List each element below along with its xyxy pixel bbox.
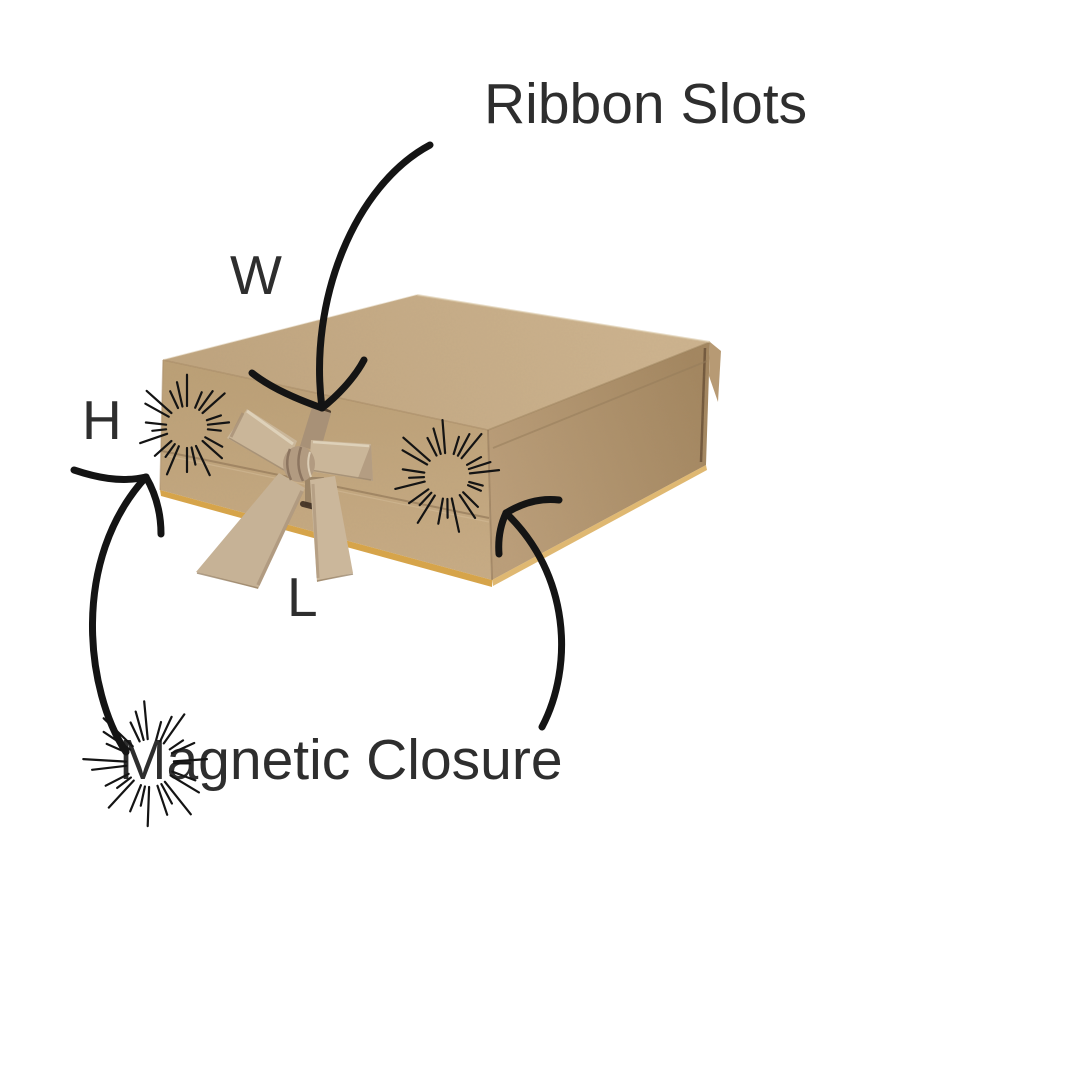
magnetic-closure-right-arrow (495, 496, 566, 731)
bow-left-loop-fold (229, 412, 245, 438)
arrow-barb (502, 496, 563, 517)
bow-right-tail-shade (311, 483, 320, 579)
bow-right-loop-highlight (312, 440, 370, 448)
arrow-barb (318, 356, 368, 412)
width-dimension-label: W (230, 244, 282, 306)
bow-right-loop-edge (309, 469, 372, 481)
bow-knot-wrap (297, 446, 305, 482)
magnetic-closure-left-arrow (70, 466, 165, 756)
starburst-icon (82, 700, 208, 828)
bow-knot-wrap (286, 448, 293, 481)
length-dimension-label: L (287, 566, 318, 628)
bow-knot-highlight (307, 451, 312, 478)
bow-left-loop-highlight (246, 409, 294, 446)
bow-right-loop-fold (358, 444, 373, 481)
arrow-barb (495, 509, 510, 558)
gold-base-edge-side (492, 465, 707, 586)
arrow-shaft (502, 509, 566, 731)
bow-left-loop-edge (228, 437, 285, 471)
height-dimension-label: H (82, 389, 122, 451)
bow-left-tail-cut (196, 572, 259, 589)
ribbon-slots-label: Ribbon Slots (484, 72, 808, 136)
arrow-barb (70, 466, 150, 483)
bow-left-loop (227, 409, 297, 471)
ribbon-bow (196, 403, 373, 589)
bow-right-loop (309, 440, 373, 481)
arrow-barb (248, 369, 326, 412)
arrow-barb (142, 473, 165, 538)
lid-flap-edge (709, 342, 721, 402)
arrow-shaft (316, 141, 434, 412)
bow-right-tail (310, 476, 353, 582)
bow-left-tail (196, 473, 305, 589)
ribbon-band-top (300, 407, 331, 452)
starburst-icon (139, 373, 231, 477)
bow-left-tail-shade (256, 490, 304, 586)
bow-right-tail-cut (316, 573, 354, 582)
starburst-icon (394, 419, 501, 533)
arrow-shaft (89, 473, 150, 756)
ribbon-slots-arrow (248, 141, 434, 412)
